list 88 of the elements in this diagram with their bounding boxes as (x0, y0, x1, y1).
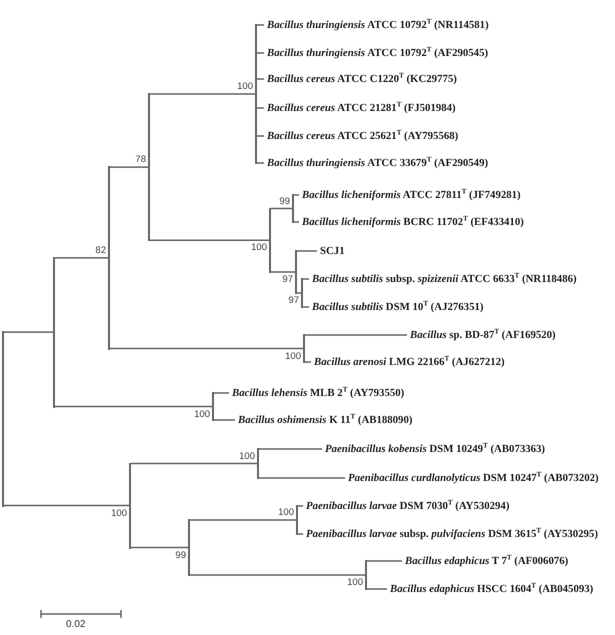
branch-line (305, 361, 311, 363)
branch-line (259, 448, 322, 450)
taxon-label: SCJ1 (320, 243, 345, 259)
branch-line (298, 505, 303, 507)
bootstrap-value: 97 (288, 295, 299, 306)
branch-line (190, 519, 296, 521)
bootstrap-value: 99 (175, 550, 186, 560)
clade-line (269, 208, 271, 273)
branch-line (294, 194, 299, 196)
taxon-label: Bacillus lehensis MLB 2$^{T}$ (AY793550) (232, 385, 404, 401)
branch-line (294, 221, 299, 223)
taxon-label: Bacillus thuringiensis ATCC 33679$^{T}$ (AF290549) (267, 155, 488, 171)
clade-line (301, 278, 303, 308)
branch-line (257, 162, 264, 164)
bootstrap-value: 100 (251, 242, 267, 254)
clade-line (188, 519, 190, 576)
branch-line (214, 419, 235, 421)
clade-line (303, 334, 305, 363)
clade-line (53, 256, 55, 408)
branch-line (4, 331, 53, 333)
branch-line (55, 257, 108, 259)
clade-line (212, 392, 214, 421)
branch-line (259, 477, 345, 479)
taxon-label: Bacillus cereus ATCC C1220$^{T}$ (KC29775) (267, 71, 457, 87)
taxon-label: Bacillus sp. BD-87$^{T}$ (AF169520) (410, 327, 556, 343)
branch-line (257, 107, 264, 109)
branch-line (257, 135, 264, 137)
taxon-label: Bacillus licheniformis BCRC 11702$^{T}$ (EF433410) (302, 214, 524, 230)
clade-line (365, 560, 367, 590)
clade-line (257, 448, 259, 479)
bootstrap-value: 100 (347, 577, 363, 588)
taxon-label: Bacillus thuringiensis ATCC 10792$^{T}$ (NR114581) (267, 17, 489, 33)
branch-line (190, 574, 365, 576)
clade-line (292, 194, 294, 223)
branch-line (305, 334, 407, 336)
taxon-label: Paenibacillus larvae subsp. pulvifaciens DSM 3615$^{T}$ (AY530295) (306, 526, 598, 542)
clade-line (2, 331, 4, 506)
taxon-label: Paenibacillus curdlanolyticus DSM 10247$^{T}$ (AB073202) (348, 470, 599, 486)
bootstrap-value: 100 (237, 81, 253, 92)
taxon-label: Bacillus arenosi LMG 22166$^{T}$ (AJ627212) (314, 354, 505, 370)
branch-line (150, 93, 255, 95)
branch-line (367, 588, 387, 590)
branch-line (4, 504, 129, 506)
branch-line (55, 406, 212, 408)
taxon-label: Bacillus subtilis subsp. spizizenii ATCC 6633$^{T}$ (NR118486) (312, 271, 577, 287)
branch-line (297, 250, 317, 252)
branch-line (298, 533, 303, 535)
bootstrap-value: 78 (135, 154, 146, 166)
branch-line (110, 348, 303, 350)
taxon-label: Bacillus licheniformis ATCC 27811$^{T}$ (JF749281) (302, 187, 521, 203)
clade-line (108, 166, 110, 350)
taxon-label: Paenibacillus larvae DSM 7030$^{T}$ (AY530294) (306, 498, 510, 514)
branch-line (257, 24, 264, 26)
branch-line (214, 392, 229, 394)
branch-line (131, 462, 257, 464)
taxon-label: Bacillus cereus ATCC 25621$^{T}$ (AY795568) (267, 128, 458, 144)
branch-line (257, 78, 264, 80)
taxon-label: Paenibacillus kobensis DSM 10249$^{T}$ (AB073363) (325, 441, 546, 457)
clade-line (148, 93, 150, 242)
taxon-label: Bacillus edaphicus T 7$^{T}$ (AF006076) (405, 553, 568, 569)
branch-line (150, 240, 269, 241)
branch-line (303, 278, 309, 280)
taxon-label: Bacillus edaphicus HSCC 1604$^{T}$ (AB045093) (390, 581, 594, 597)
clade-line (295, 250, 297, 294)
branch-line (271, 271, 295, 273)
clade-line (129, 462, 131, 548)
taxon-label: Bacillus subtilis DSM 10$^{T}$ (AJ276351) (312, 299, 484, 315)
branch-line (367, 560, 402, 562)
taxon-label: Bacillus thuringiensis ATCC 10792$^{T}$ (AF290545) (267, 45, 488, 61)
bootstrap-value: 100 (285, 350, 301, 362)
bootstrap-value: 82 (95, 244, 106, 256)
bootstrap-value: 99 (279, 196, 290, 206)
taxon-label: Bacillus cereus ATCC 21281$^{T}$ (FJ501984) (267, 100, 456, 116)
branch-line (303, 306, 309, 308)
clade-line (296, 505, 298, 535)
scale-label: 0.02 (66, 619, 86, 631)
branch-line (297, 292, 301, 294)
bootstrap-value: 97 (282, 274, 293, 285)
bootstrap-value: 100 (194, 408, 210, 420)
bootstrap-value: 100 (239, 450, 255, 462)
branch-line (257, 52, 264, 54)
clade-line (255, 24, 257, 164)
branch-line (131, 546, 188, 548)
branch-line (110, 166, 148, 168)
branch-line (271, 208, 292, 210)
taxon-label: Bacillus oshimensis K 11$^{T}$ (AB188090) (238, 412, 412, 428)
bootstrap-value: 100 (278, 507, 294, 518)
bootstrap-value: 100 (111, 508, 127, 518)
